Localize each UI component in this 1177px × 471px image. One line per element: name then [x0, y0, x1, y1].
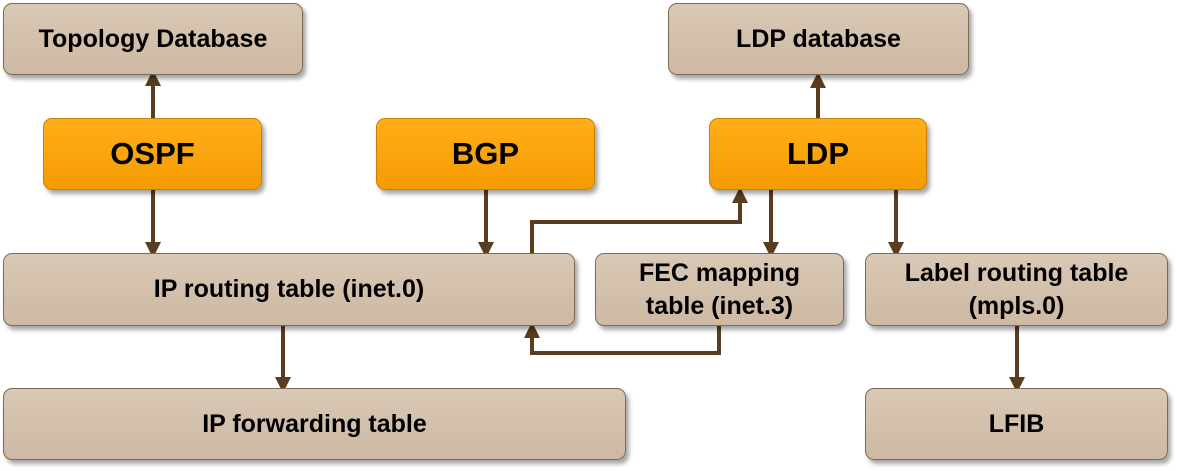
ip-routing-table-node: IP routing table (inet.0)	[3, 253, 575, 326]
arrow-ip-routing-to-ldp	[530, 187, 748, 253]
bgp-label: BGP	[451, 135, 520, 171]
topology-database-label: Topology Database	[38, 24, 268, 53]
ospf-node: OSPF	[43, 118, 262, 190]
ospf-label: OSPF	[110, 135, 195, 171]
ldp-label: LDP	[787, 135, 849, 171]
ldp-node: LDP	[709, 118, 927, 190]
ip-forwarding-table-label: IP forwarding table	[202, 409, 427, 438]
lfib-label: LFIB	[988, 409, 1045, 438]
ip-routing-table-label: IP routing table (inet.0)	[153, 275, 425, 304]
bgp-node: BGP	[376, 118, 595, 190]
ip-forwarding-table-node: IP forwarding table	[3, 388, 626, 460]
label-routing-label-line2: (mpls.0)	[968, 291, 1065, 320]
label-routing-label-line1: Label routing table	[904, 259, 1129, 287]
ldp-database-node: LDP database	[668, 3, 969, 75]
arrow-fec-to-ip-routing	[524, 322, 721, 355]
fec-mapping-label-line2: table (inet.3)	[645, 291, 794, 320]
lfib-node: LFIB	[865, 388, 1168, 460]
fec-mapping-label-line1: FEC mapping	[638, 259, 801, 287]
ldp-database-label: LDP database	[736, 24, 901, 53]
fec-mapping-table-node: FEC mapping table (inet.3)	[595, 253, 844, 326]
label-routing-table-node: Label routing table (mpls.0)	[865, 253, 1168, 326]
topology-database-node: Topology Database	[3, 3, 303, 75]
